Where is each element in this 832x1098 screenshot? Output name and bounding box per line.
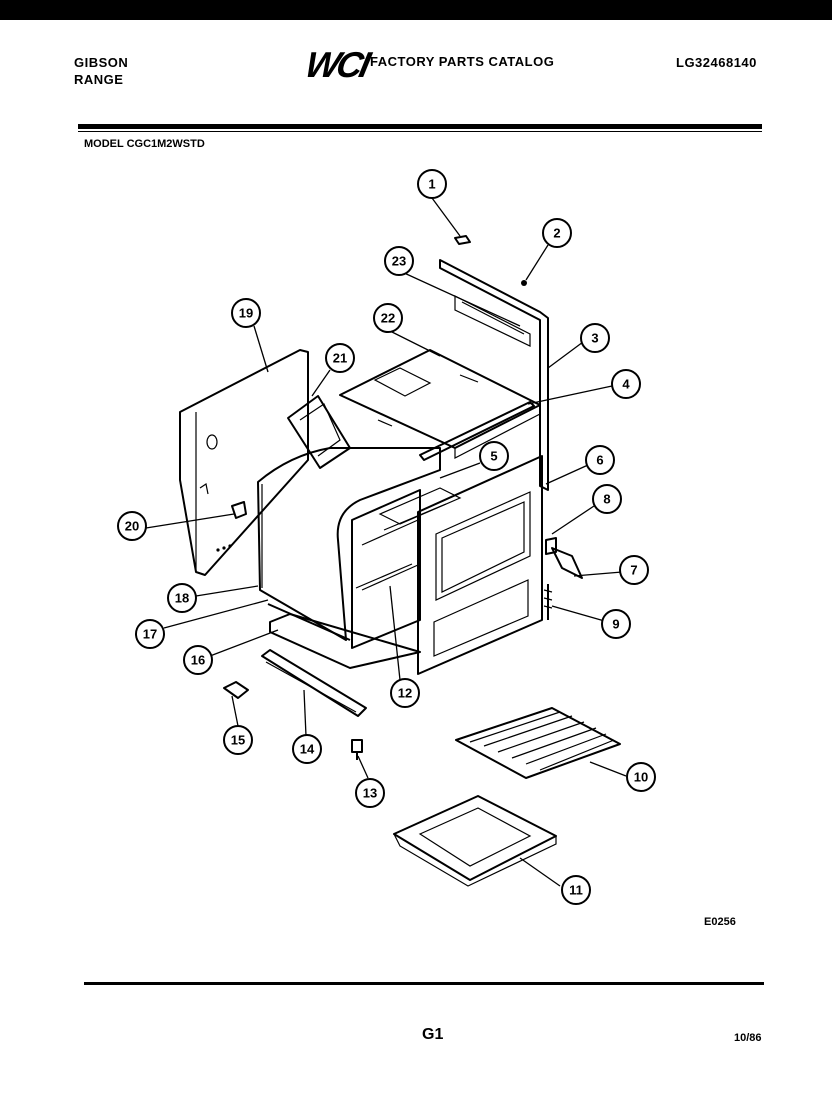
callout-7: 7	[619, 555, 649, 585]
catalog-number: LG32468140	[676, 55, 757, 70]
svg-text:4: 4	[622, 377, 630, 392]
callout-20: 20	[117, 511, 147, 541]
svg-text:12: 12	[398, 686, 412, 701]
part-7-hinge-arm	[551, 547, 583, 579]
revision-date: 10/86	[734, 1032, 762, 1044]
callout-16: 16	[183, 645, 213, 675]
callout-1: 1	[417, 169, 447, 199]
part-15-clip	[223, 681, 249, 699]
product-type: RANGE	[74, 72, 124, 87]
svg-text:7: 7	[630, 563, 637, 578]
footer-rule	[84, 982, 764, 985]
callout-13: 13	[355, 778, 385, 808]
model-label: MODEL CGC1M2WSTD	[84, 138, 205, 150]
page-label: G1	[422, 1026, 444, 1043]
svg-text:14: 14	[300, 742, 315, 757]
part-20-bracket	[231, 501, 247, 519]
svg-text:6: 6	[596, 453, 603, 468]
callout-19: 19	[231, 298, 261, 328]
part-10-oven-rack	[455, 707, 621, 779]
part-16-bottom-panel	[269, 613, 421, 669]
svg-text:23: 23	[392, 254, 406, 269]
callout-11: 11	[561, 875, 591, 905]
part-4-top-trim	[419, 401, 535, 461]
svg-text:2: 2	[553, 226, 560, 241]
svg-text:1: 1	[428, 177, 435, 192]
callout-5: 5	[479, 441, 509, 471]
part-13-leveling-leg	[351, 739, 363, 760]
part-9-spring	[543, 584, 553, 620]
brand-block: GIBSON RANGE	[74, 54, 128, 88]
callout-2: 2	[542, 218, 572, 248]
callout-21: 21	[325, 343, 355, 373]
top-black-bar	[0, 0, 832, 20]
svg-text:5: 5	[490, 449, 497, 464]
callout-8: 8	[592, 484, 622, 514]
callout-3: 3	[580, 323, 610, 353]
header-rule-thin	[78, 131, 762, 132]
part-8-hinge	[545, 537, 557, 555]
part-6-oven-door	[417, 455, 543, 675]
callout-23: 23	[384, 246, 414, 276]
callout-17: 17	[135, 619, 165, 649]
part-22-top-panel	[339, 349, 541, 459]
part-14-kick-panel	[261, 649, 367, 717]
leader-lines	[145, 197, 627, 887]
callout-22: 22	[373, 303, 403, 333]
brand-name: GIBSON	[74, 55, 129, 70]
svg-text:21: 21	[333, 351, 347, 366]
svg-text:3: 3	[591, 331, 598, 346]
svg-text:17: 17	[143, 627, 157, 642]
svg-text:10: 10	[634, 770, 648, 785]
svg-text:9: 9	[612, 617, 619, 632]
part-1-clip	[454, 235, 471, 245]
part-17-base-trim	[267, 603, 351, 641]
header-rule	[78, 124, 762, 129]
callout-14: 14	[292, 734, 322, 764]
part-12-oven-liner	[351, 489, 421, 649]
part-11-broiler-pan	[393, 795, 557, 887]
drawing-code: E0256	[704, 916, 736, 928]
callout-4: 4	[611, 369, 641, 399]
callout-12: 12	[390, 678, 420, 708]
svg-text:18: 18	[175, 591, 189, 606]
svg-text:22: 22	[381, 311, 395, 326]
svg-text:15: 15	[231, 733, 245, 748]
svg-text:19: 19	[239, 306, 253, 321]
part-18-oven-body	[257, 447, 441, 641]
callout-15: 15	[223, 725, 253, 755]
svg-text:13: 13	[363, 786, 377, 801]
callout-9: 9	[601, 609, 631, 639]
callout-6: 6	[585, 445, 615, 475]
part-19-side-panel	[179, 349, 309, 576]
callout-10: 10	[626, 762, 656, 792]
svg-text:11: 11	[569, 883, 583, 898]
catalog-title: FACTORY PARTS CATALOG	[370, 54, 555, 69]
svg-text:20: 20	[125, 519, 139, 534]
part-3-rear-panel	[439, 259, 549, 491]
part-2-screw	[521, 280, 527, 286]
svg-text:8: 8	[603, 492, 610, 507]
callout-18: 18	[167, 583, 197, 613]
svg-text:16: 16	[191, 653, 205, 668]
